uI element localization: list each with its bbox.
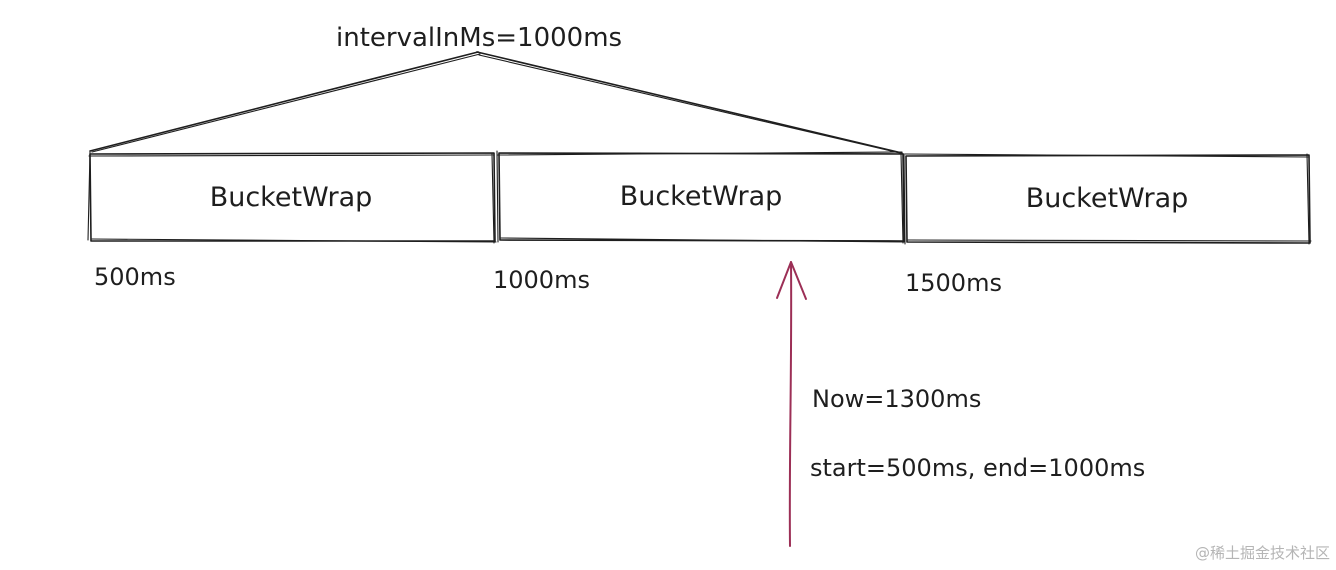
tick-label-1500ms: 1500ms (905, 269, 1002, 297)
tick-label-500ms: 500ms (94, 263, 176, 291)
interval-bracket (89, 51, 905, 155)
bucket-2-overstroke (496, 150, 906, 244)
now-arrow (776, 261, 807, 547)
now-arrow-head (776, 261, 807, 300)
window-label: start=500ms, end=1000ms (810, 454, 1145, 482)
bucket-1-border (89, 152, 496, 242)
bracket-left-line-overstroke (91, 53, 481, 153)
now-label: Now=1300ms (812, 385, 981, 413)
bucket-1-label: BucketWrap (210, 182, 373, 213)
bucket-2-label: BucketWrap (620, 181, 783, 212)
bucket-2-border (498, 152, 905, 242)
bucket-1-overstroke (87, 151, 497, 244)
bracket-left-line (89, 51, 479, 152)
bucket-3-label: BucketWrap (1026, 183, 1189, 214)
tick-label-1000ms: 1000ms (493, 266, 590, 294)
now-arrow-shaft (788, 261, 793, 547)
bucket-3-overstroke (903, 153, 1312, 245)
bucket-3: BucketWrap (903, 153, 1312, 245)
interval-label: intervalInMs=1000ms (336, 23, 622, 53)
bucket-3-border (905, 154, 1311, 244)
bucket-1: BucketWrap (87, 151, 497, 244)
watermark: @稀土掘金技术社区 (1195, 544, 1330, 562)
bracket-right-line (476, 51, 903, 154)
bracket-right-line-overstroke (478, 54, 905, 155)
bucket-2: BucketWrap (496, 150, 906, 244)
